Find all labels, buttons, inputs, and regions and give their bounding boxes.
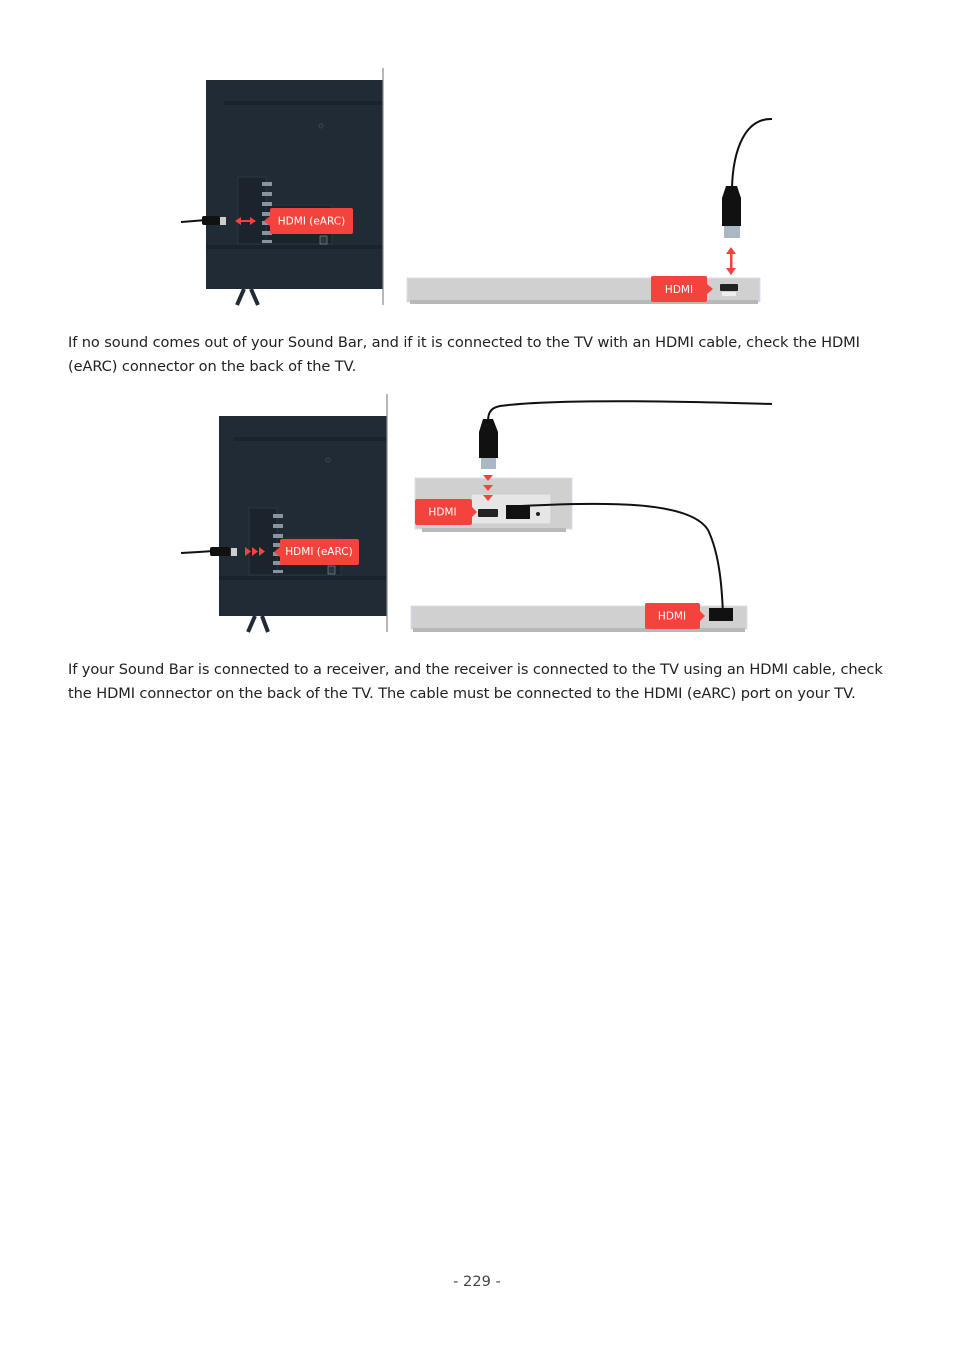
double-arrow-icon — [235, 217, 256, 225]
page-number: - 229 - — [453, 1273, 501, 1290]
tv-back-illustration — [219, 394, 388, 633]
tv-back-illustration — [206, 68, 384, 306]
receiver-port-callout: HDMI — [415, 499, 477, 525]
down-arrows-icon — [483, 475, 493, 501]
paragraph-receiver-hdmi-check: If your Sound Bar is connected to a rece… — [68, 661, 883, 702]
tv-port-callout: HDMI (eARC) — [264, 208, 353, 234]
soundbar-port-callout: HDMI — [645, 603, 705, 629]
receiver-hdmi-cable — [479, 400, 773, 469]
paragraph-soundbar-hdmi-check: If no sound comes out of your Sound Bar,… — [68, 334, 860, 375]
receiver-port-label: HDMI — [428, 507, 456, 519]
vertical-double-arrow-icon — [726, 247, 736, 275]
soundbar-hdmi-cable — [722, 117, 773, 238]
tv-port-label: HDMI (eARC) — [285, 546, 352, 558]
soundbar-port-label: HDMI — [665, 284, 693, 296]
soundbar-port-label: HDMI — [658, 611, 686, 623]
tv-port-label: HDMI (eARC) — [278, 216, 345, 228]
soundbar-port-callout: HDMI — [651, 276, 713, 302]
receiver-to-soundbar-cable — [520, 502, 724, 615]
tv-hdmi-cable — [180, 547, 237, 556]
figure-tv-receiver-soundbar: HDMI (eARC) HDMI HDMI — [180, 394, 773, 633]
figure-tv-soundbar-hdmi: HDMI (eARC) HDMI — [180, 68, 773, 306]
triple-arrow-icon — [245, 547, 265, 556]
tv-port-callout: HDMI (eARC) — [274, 539, 359, 565]
tv-hdmi-cable — [180, 216, 226, 225]
